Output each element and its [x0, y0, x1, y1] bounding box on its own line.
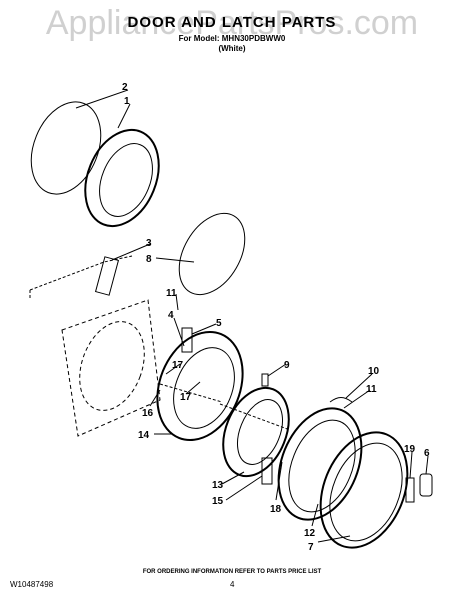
part-handle	[329, 397, 353, 403]
guide-line-1	[29, 255, 133, 291]
leader-9	[267, 363, 287, 377]
leader-17a	[165, 363, 181, 375]
callout-4: 4	[168, 310, 174, 321]
callout-15: 15	[212, 496, 224, 507]
part-cabinet-front-dashed	[61, 299, 161, 437]
leader-16	[149, 389, 161, 407]
part-outer-door-frame	[156, 330, 244, 442]
callout-14: 14	[138, 430, 150, 441]
model-line: For Model: MHN30PDBWW0	[178, 34, 286, 43]
leader-17b	[185, 381, 201, 395]
part-door-gasket-inner	[99, 143, 153, 217]
axis-line-1	[159, 383, 223, 403]
leader-12	[311, 503, 319, 527]
leader-2	[75, 89, 129, 109]
page-title: DOOR AND LATCH PARTS	[127, 14, 337, 31]
callout-3: 3	[146, 238, 152, 249]
part-door-latch	[261, 457, 273, 485]
part-inner-glass	[178, 212, 246, 296]
leader-11a	[175, 293, 179, 311]
callout-5: 5	[216, 318, 222, 329]
callout-6: 6	[424, 448, 430, 459]
callout-19: 19	[404, 444, 416, 455]
part-inner-door-ring	[222, 386, 290, 478]
part-door-glass	[30, 101, 102, 195]
callout-1: 1	[124, 96, 130, 107]
part-door-assembly	[277, 407, 363, 521]
callout-7: 7	[308, 542, 314, 553]
document-number: W10487498	[10, 580, 54, 589]
color-line: (White)	[218, 44, 246, 53]
part-button	[419, 473, 433, 497]
callout-13: 13	[212, 480, 224, 491]
watermark-text: AppliancePartsPros.com	[45, 4, 419, 42]
leader-15	[225, 475, 263, 501]
leader-19	[409, 451, 413, 479]
leader-4	[173, 317, 185, 347]
leader-8	[155, 257, 195, 263]
callout-12: 12	[304, 528, 316, 539]
leader-7	[317, 535, 351, 543]
part-clip	[261, 373, 269, 387]
leader-18	[275, 461, 283, 501]
part-outer-door-ring	[319, 431, 409, 549]
callout-9: 9	[284, 360, 290, 371]
callout-18: 18	[270, 504, 282, 515]
callout-11a: 11	[166, 288, 177, 299]
callout-8: 8	[146, 254, 152, 265]
part-door-gasket-outer	[84, 128, 160, 228]
leader-11b	[343, 389, 371, 409]
leader-3	[111, 243, 151, 261]
part-cabinet-opening-dashed	[79, 321, 145, 411]
ordering-note: FOR ORDERING INFORMATION REFER TO PARTS …	[142, 569, 322, 575]
part-outer-door-ring-inner	[329, 442, 403, 542]
callout-10: 10	[368, 366, 380, 377]
leader-13	[221, 471, 245, 485]
callout-11b: 11	[366, 384, 377, 395]
callout-16: 16	[142, 408, 154, 419]
part-outer-door-frame-inner	[173, 347, 235, 429]
part-inner-door-ring-inner	[237, 399, 283, 465]
part-door-assembly-inner	[288, 419, 356, 513]
leader-5	[191, 323, 217, 335]
callout-2: 2	[122, 82, 128, 93]
page-number: 4	[230, 580, 235, 589]
axis-line-2	[219, 403, 291, 431]
part-latch-housing	[94, 256, 120, 296]
leader-6	[425, 455, 429, 475]
leader-10	[345, 373, 373, 399]
callout-17a: 17	[172, 360, 184, 371]
leader-1	[117, 103, 131, 129]
callout-17b: 17	[180, 392, 192, 403]
